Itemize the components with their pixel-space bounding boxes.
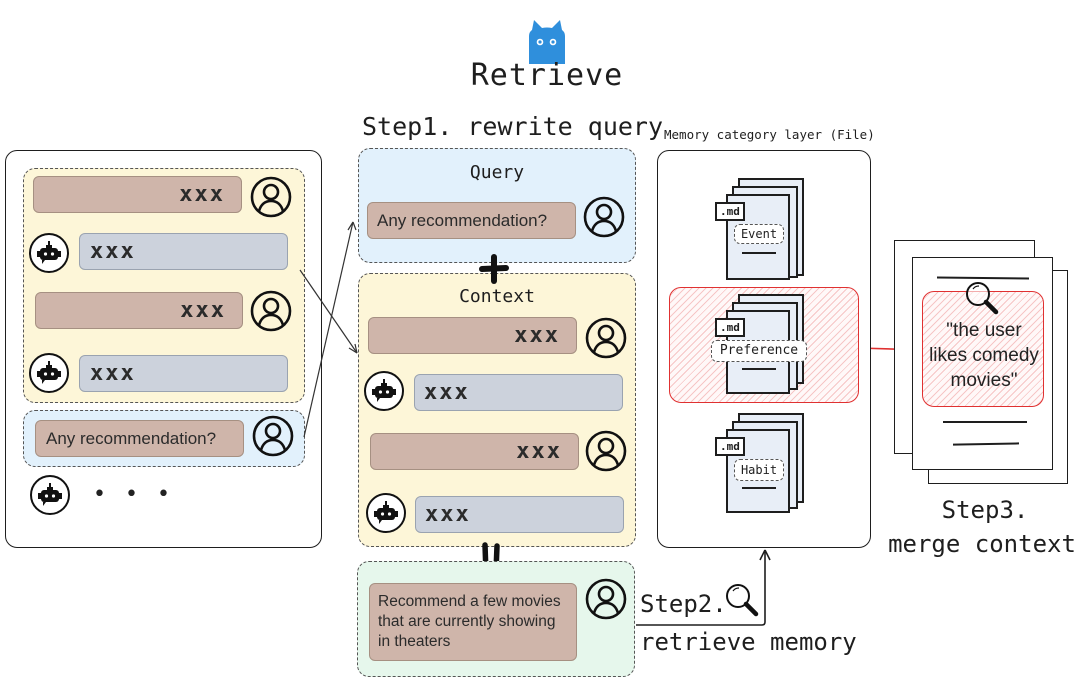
user-avatar-icon <box>250 176 292 218</box>
rewritten-query-text: Recommend a few movies that are currentl… <box>378 593 561 650</box>
page-text-line <box>943 421 1027 423</box>
context-user-message: xxx <box>368 317 577 354</box>
page-title: Retrieve <box>470 58 624 93</box>
step2-sublabel: retrieve memory <box>640 628 857 656</box>
retrieved-memory-highlight <box>922 291 1044 407</box>
user-avatar-icon <box>585 430 627 472</box>
category-label-habit: Habit <box>734 459 784 481</box>
user-avatar-icon <box>583 196 625 238</box>
memory-file-habit: .md Habit <box>714 411 804 515</box>
query-message-text: Any recommendation? <box>377 211 548 230</box>
history-user-message: xxx <box>35 292 243 329</box>
step2-label: Step2. <box>640 590 727 618</box>
bot-avatar-icon <box>28 352 70 394</box>
category-label-event: Event <box>734 224 784 244</box>
latest-query-text: Any recommendation? <box>46 429 217 448</box>
plus-symbol <box>478 254 510 284</box>
bot-avatar-icon <box>363 370 405 412</box>
context-box-title: Context <box>459 286 535 307</box>
category-label-preference: Preference <box>711 340 807 362</box>
step3-sublabel: merge context <box>888 530 1076 558</box>
history-assistant-message: xxx <box>79 233 288 270</box>
query-box-title: Query <box>469 162 525 183</box>
user-avatar-icon <box>585 578 627 620</box>
magnifier-icon <box>724 582 760 618</box>
user-avatar-icon <box>250 290 292 332</box>
file-extension-tag: .md <box>715 202 745 221</box>
typing-indicator: • • • <box>93 482 176 507</box>
retrieved-memory-text: "the user likes comedy movies" <box>929 320 1039 391</box>
latest-query-message: Any recommendation? <box>35 420 244 457</box>
cat-logo-icon <box>524 18 570 64</box>
step1-label: Step1. rewrite query <box>362 112 664 141</box>
bot-avatar-icon <box>365 492 407 534</box>
step3-label: Step3. <box>941 496 1029 524</box>
memory-file-preference: .md Preference <box>711 292 807 396</box>
history-user-message: xxx <box>33 176 242 213</box>
memory-layer-title: Memory category layer (File) <box>664 127 875 142</box>
bot-avatar-icon <box>28 232 70 274</box>
rewritten-query-message: Recommend a few movies that are currentl… <box>369 583 577 661</box>
file-extension-tag: .md <box>715 437 745 456</box>
context-user-message: xxx <box>370 433 579 470</box>
query-message: Any recommendation? <box>367 202 576 239</box>
context-assistant-message: xxx <box>415 496 624 533</box>
context-assistant-message: xxx <box>414 374 623 411</box>
user-avatar-icon <box>252 415 294 457</box>
memory-file-event: .md Event <box>714 176 804 280</box>
user-avatar-icon <box>585 317 627 359</box>
file-extension-tag: .md <box>715 318 745 337</box>
bot-avatar-icon <box>29 474 71 516</box>
magnifier-icon <box>964 280 1000 316</box>
history-assistant-message: xxx <box>79 355 288 392</box>
